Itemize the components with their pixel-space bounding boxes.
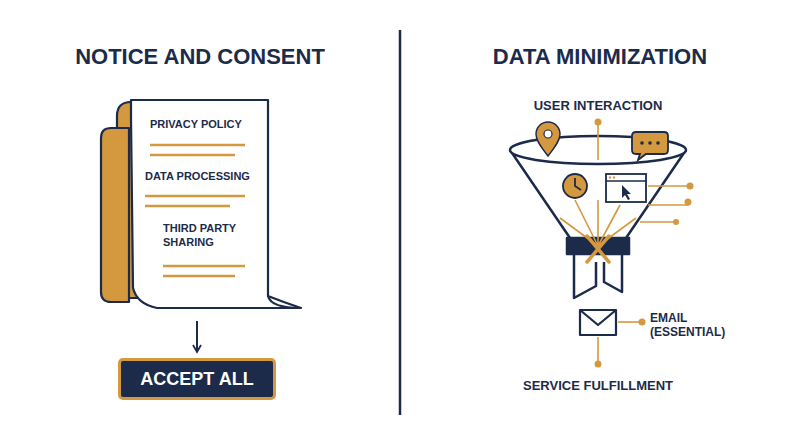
output-label: SERVICE FULFILLMENT <box>523 378 673 394</box>
browser-icon <box>606 174 646 202</box>
funnel <box>510 136 686 298</box>
envelope-icon <box>580 310 616 335</box>
button-node: ACCEPT ALL <box>118 358 276 400</box>
section-heading: DATA MINIMIZATION <box>493 44 707 70</box>
section-heading: NOTICE AND CONSENT <box>75 44 325 70</box>
funnel-label: USER INTERACTION <box>534 98 663 114</box>
filter-x <box>587 236 609 262</box>
flow-arrow <box>196 321 198 352</box>
button-text: ACCEPT ALL <box>140 369 253 390</box>
chat-icon <box>632 132 668 160</box>
document-node: PRIVACY POLICY DATA PROCESSING THIRD PARTY… <box>95 98 305 313</box>
document-section: THIRD PARTY SHARING <box>163 222 247 250</box>
clock-icon <box>563 174 587 198</box>
document-section: DATA PROCESSING <box>145 170 270 184</box>
document-outline <box>95 98 305 313</box>
document-section: PRIVACY POLICY <box>150 118 270 132</box>
location-pin-icon <box>536 122 560 156</box>
output-label: EMAIL (ESSENTIAL) <box>650 311 745 340</box>
divider <box>399 30 402 415</box>
